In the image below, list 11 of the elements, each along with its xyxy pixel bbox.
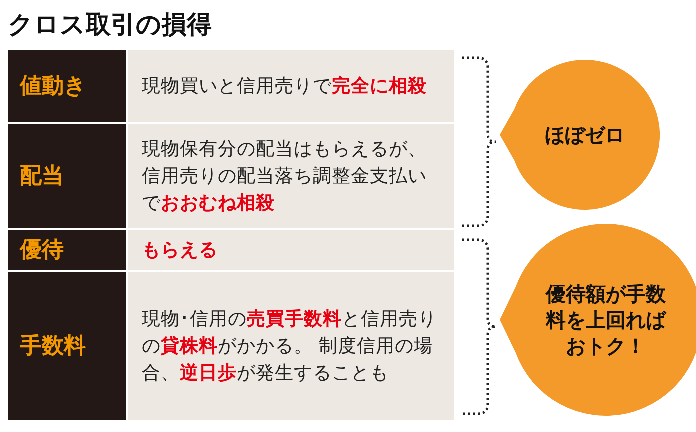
table-cell: 現物保有分の配当はもらえるが、信用売りの配当落ち調整金支払いでおおむね相殺 [128,124,454,228]
title: クロス取引の損得 [8,9,212,41]
callout-text: ほぼゼロ [545,122,625,148]
row-header-cell: 手数料 [8,272,126,420]
table-cell: 現物買いと信用売りで完全に相殺 [128,50,454,122]
row-header-cell: 優待 [8,230,126,270]
callout-text: 優待額が手数料を上回ればおトク！ [546,281,666,359]
table-cell: 現物･信用の売買手数料と信用売りの貸株料がかかる。 制度信用の場合、逆日歩が発生することも [128,272,454,420]
row-header-cell: 配当 [8,124,126,228]
row-header-cell: 値動き [8,50,126,122]
table-cell: もらえる [128,230,454,270]
